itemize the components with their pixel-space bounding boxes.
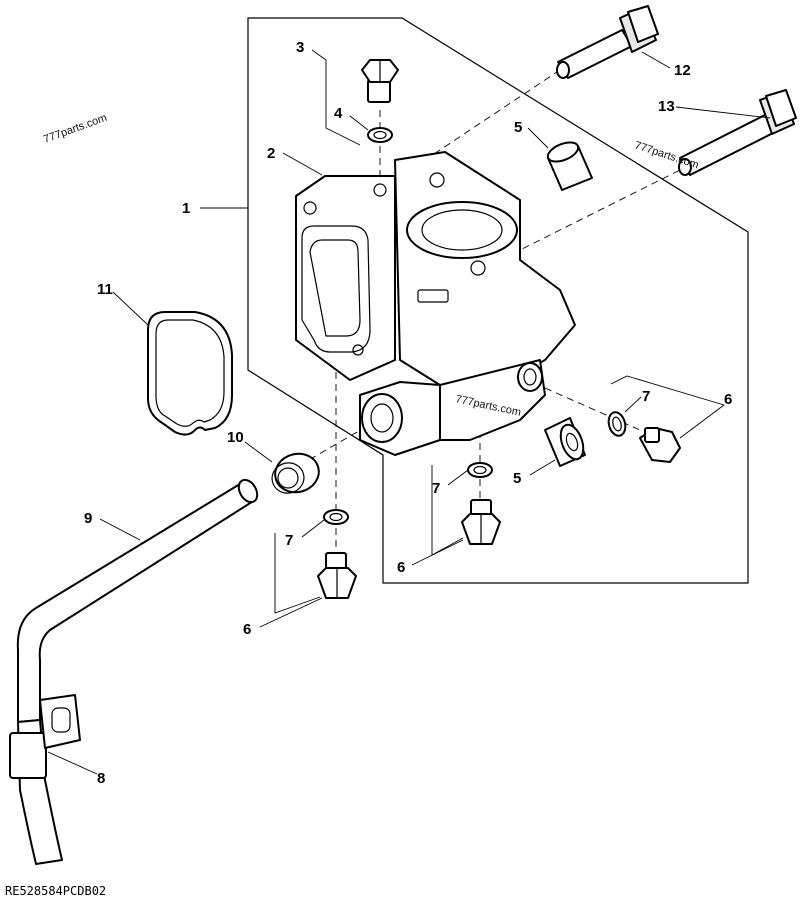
callout-6-right: 6 [724,391,732,408]
logo-mark [417,289,449,303]
callout-12: 12 [674,62,691,79]
assembly-boundary [247,17,749,584]
washer-part-7-left[interactable] [323,509,349,525]
leader-lines [47,49,771,775]
callout-5-lower: 5 [513,470,521,487]
hose-part-9[interactable] [16,477,261,865]
bolt-part-13[interactable] [678,89,797,176]
callout-7-right: 7 [642,388,650,405]
callout-11: 11 [97,281,113,298]
callout-9: 9 [84,510,92,527]
housing-part-1[interactable] [295,151,576,456]
callout-3: 3 [296,39,304,56]
washer-part-4[interactable] [367,127,393,143]
callout-labels: 1 2 3 4 5 5 6 6 6 7 7 7 8 9 10 11 12 13 [84,39,732,787]
plug-part-6-left[interactable] [317,552,357,599]
washer-part-7-right[interactable] [606,410,628,437]
washer-part-7-right-hole [612,416,622,432]
callout-7-mid: 7 [432,480,440,497]
sleeve-part-5-top[interactable] [545,139,593,191]
washer-part-4-hole [373,130,387,140]
callout-5-top: 5 [514,119,522,136]
washer-part-7-mid-hole [473,465,487,475]
gasket-part-11[interactable] [147,311,233,436]
callout-2: 2 [267,145,275,162]
plug-part-6-right[interactable] [639,427,681,463]
plug-part-6-mid[interactable] [461,499,501,545]
callout-13: 13 [658,98,675,115]
sleeve-part-5-lower[interactable] [544,417,588,467]
callout-6-left: 6 [243,621,251,638]
callout-10: 10 [227,429,244,446]
callout-1: 1 [182,200,190,217]
washer-part-7-left-hole [329,512,343,522]
grommet-part-10[interactable] [269,449,324,497]
drawing-code: RE528584PCDB02 [5,884,106,898]
plug-part-3[interactable] [361,59,399,103]
watermark-1: 777parts.com [42,112,109,146]
clamp-part-8[interactable] [9,694,81,779]
callout-7-left: 7 [285,532,293,549]
bolt-part-12[interactable] [556,5,659,79]
washer-part-7-mid[interactable] [467,462,493,478]
callout-6-mid: 6 [397,559,405,576]
callout-8: 8 [97,770,105,787]
callout-4: 4 [334,105,343,122]
